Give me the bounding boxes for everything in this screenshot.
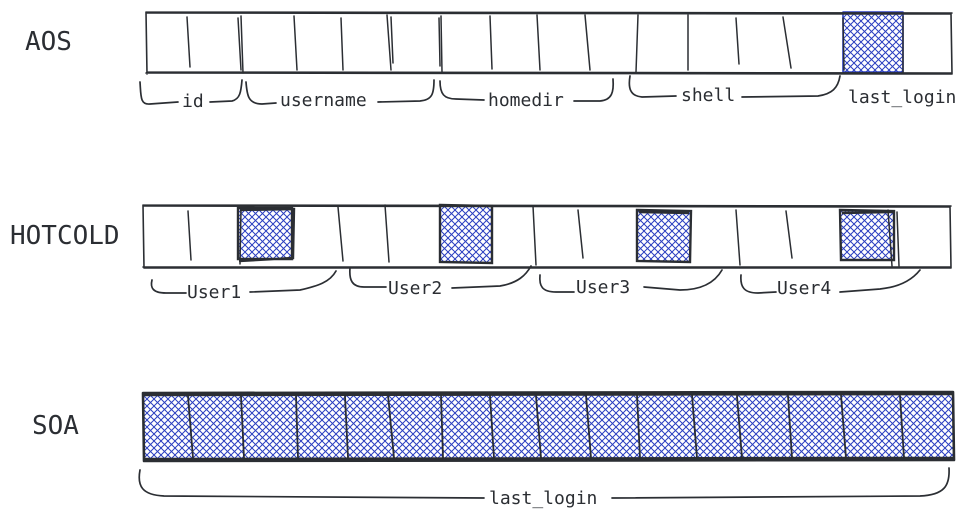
brace-shell-right [741, 75, 841, 98]
hotcold-hot-cell-user4 [840, 210, 894, 260]
hotcold-storage-bar [142, 203, 952, 269]
aos-bar-frame [145, 11, 953, 75]
aos-row-label: AOS [25, 27, 72, 57]
aos-cell-dividers [186, 14, 904, 74]
brace-username-right [377, 79, 435, 103]
soa-storage-bar [141, 390, 956, 463]
hotcold-row-label: HOTCOLD [10, 221, 120, 251]
brace-user4-left [740, 274, 777, 294]
soa-hot-fill [143, 392, 954, 461]
aos-group-label-homedir: homedir [488, 90, 564, 111]
hotcold-hot-outline-user4 [838, 208, 896, 262]
hotcold-hot-outline-user3 [635, 208, 693, 264]
brace-user1-left [150, 279, 187, 294]
brace-user2-right [451, 265, 532, 289]
hotcold-hot-outline-user1 [236, 206, 296, 263]
aos-group-braces [139, 75, 841, 105]
soa-cell-dividers [187, 394, 905, 459]
hotcold-group-label-user2: User2 [388, 278, 442, 299]
brace-user3-right [643, 269, 723, 291]
brace-homedir-right [573, 78, 615, 102]
soa-bar-frame [141, 390, 956, 463]
aos-group-label-shell: shell [681, 85, 735, 106]
aos-group-label-username: username [280, 90, 367, 111]
hotcold-group-braces [150, 265, 921, 294]
aos-row: AOS id username homedir shell last_login [25, 11, 956, 112]
hotcold-group-label-user4: User4 [777, 278, 831, 299]
soa-row-label: SOA [32, 411, 79, 441]
soa-group-label-last-login: last_login [489, 488, 597, 509]
brace-username-left [245, 81, 277, 105]
brace-user4-right [839, 269, 921, 293]
brace-homedir-left [439, 80, 485, 101]
hotcold-cell-dividers [187, 204, 900, 267]
brace-user1-right [249, 270, 337, 293]
hotcold-bar-frame [142, 204, 952, 269]
hotcold-hot-cell-user2 [440, 205, 492, 263]
hotcold-row: HOTCOLD User1 User2 User3 User4 [10, 203, 952, 303]
aos-group-label-id: id [182, 91, 204, 112]
brace-soa-last-login [138, 467, 950, 499]
soa-row: SOA last_login [32, 390, 956, 509]
hotcold-hot-cell-user1 [238, 208, 292, 260]
brace-shell-left [628, 75, 677, 98]
hotcold-group-label-user3: User3 [576, 277, 630, 298]
hotcold-group-label-user1: User1 [187, 282, 241, 303]
hotcold-hot-cell-user3 [637, 210, 691, 262]
brace-user2-left [348, 267, 387, 288]
brace-user3-left [538, 274, 575, 293]
brace-id-right [209, 79, 243, 103]
brace-id-left [139, 81, 179, 105]
aos-hot-cell [843, 12, 903, 72]
aos-group-label-last-login: last_login [848, 87, 956, 108]
aos-storage-bar [145, 11, 953, 75]
